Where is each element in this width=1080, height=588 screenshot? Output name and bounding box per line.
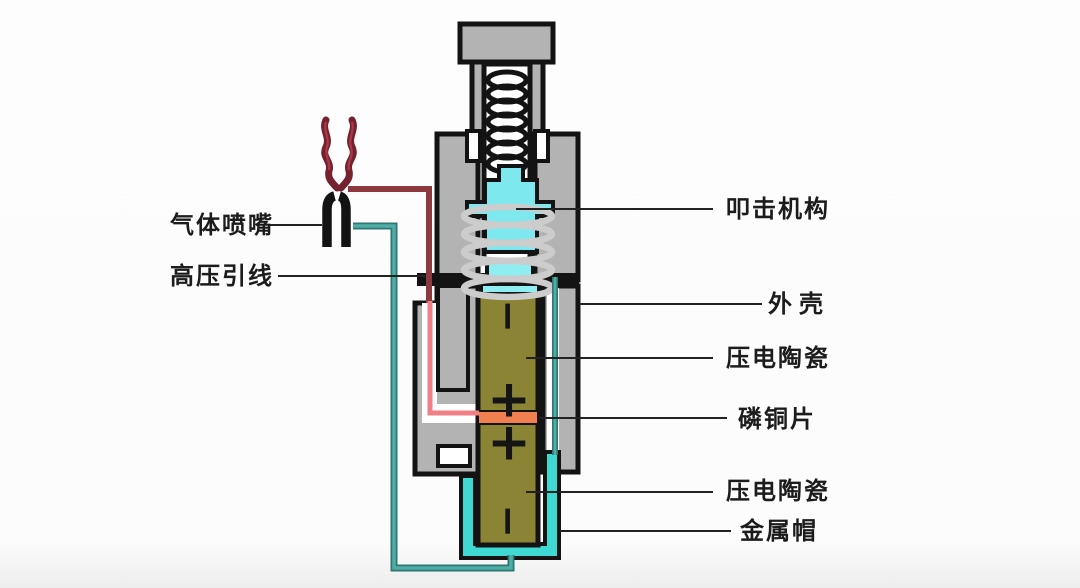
anvil-flange <box>479 282 541 296</box>
shell-inner-column <box>436 284 470 392</box>
label-bronze: 磷铜片 <box>738 404 816 433</box>
button-cap <box>457 21 556 65</box>
label-metal-cap: 金属帽 <box>739 516 818 545</box>
striker-spring-upper <box>485 69 529 175</box>
wiring <box>348 186 558 572</box>
label-striker: 叩击机构 <box>726 194 830 223</box>
polarity-lower-plus: + <box>487 413 531 473</box>
label-shell: 外壳 <box>768 289 830 318</box>
gas-nozzle-assembly <box>321 116 357 247</box>
striker-mechanism <box>460 164 556 301</box>
high-voltage-lead-wire <box>348 186 432 303</box>
label-hv-lead: 高压引线 <box>170 261 274 290</box>
spark-flame-icon <box>321 116 357 192</box>
polarity-bottom-minus: − <box>485 504 531 538</box>
pink-lead-wire <box>427 301 479 416</box>
collar-left-notch <box>465 129 482 163</box>
collar-right-notch <box>533 129 550 163</box>
nozzle-right-wall <box>337 191 351 247</box>
metal-cap-shape <box>459 450 561 560</box>
polarity-upper-plus: + <box>487 370 531 430</box>
labels: 气体喷嘴 高压引线 叩击机构 外壳 压电陶瓷 磷铜片 压电陶瓷 金属帽 <box>169 194 830 545</box>
label-piezo-upper: 压电陶瓷 <box>726 343 830 372</box>
polarity-top-minus: − <box>485 299 531 333</box>
phosphor-bronze-sheet <box>477 410 539 425</box>
piezo-stack: − + + − <box>475 289 541 548</box>
leader-lines <box>268 208 762 532</box>
teal-wire <box>353 224 513 570</box>
nozzle-left-wall <box>322 191 337 247</box>
striker-spring-lower <box>460 203 556 301</box>
label-gas-nozzle: 气体喷嘴 <box>169 210 274 239</box>
shell-bottom-notch <box>436 444 472 468</box>
label-piezo-lower: 压电陶瓷 <box>726 476 830 505</box>
